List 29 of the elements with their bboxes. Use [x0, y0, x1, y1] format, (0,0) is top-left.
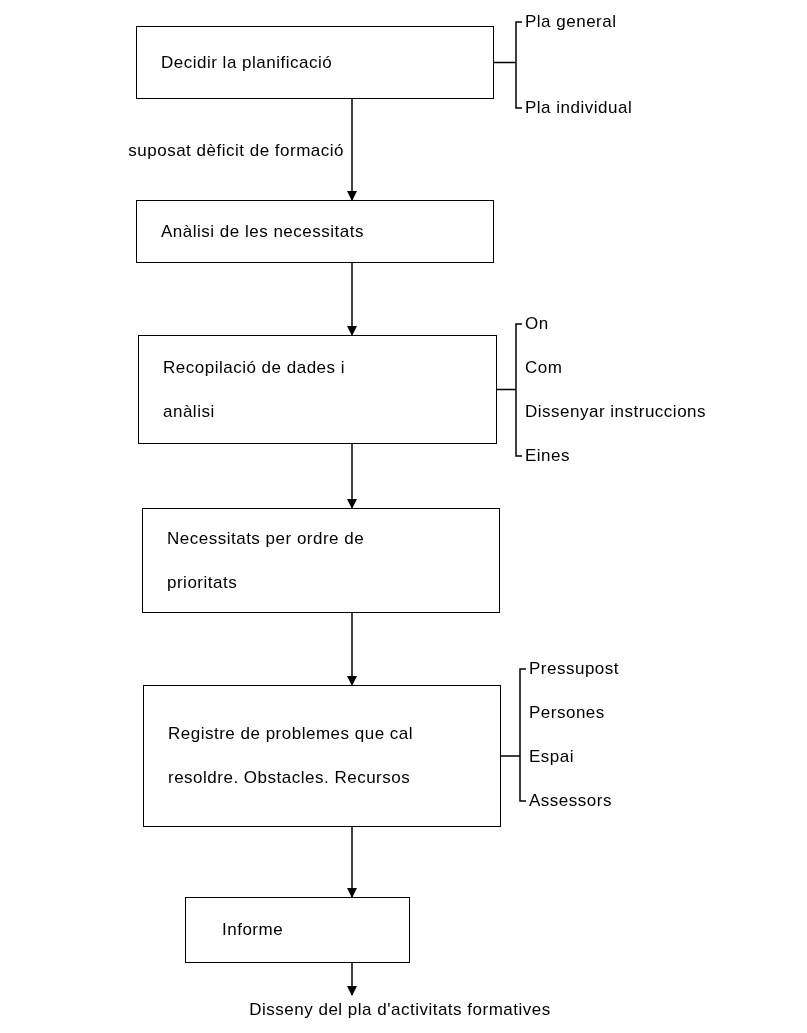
outcome-text: Disseny del pla d'activitats formatives	[249, 999, 551, 1021]
arrow	[347, 612, 357, 686]
box-label: Informe	[222, 919, 285, 941]
process-box	[185, 897, 410, 963]
arrow	[347, 262, 357, 336]
process-box	[143, 685, 501, 827]
list-item: Pla individual	[525, 97, 633, 119]
arrow	[347, 826, 357, 898]
list-item: Eines	[525, 445, 571, 467]
list-item: Dissenyar instruccions	[525, 401, 707, 423]
list-item: Com	[525, 357, 563, 379]
list-item: On	[525, 313, 549, 335]
box-label: Recopilació de dades i anàlisi	[163, 356, 347, 423]
process-box	[136, 26, 494, 99]
box-label: Anàlisi de les necessitats	[161, 220, 365, 243]
process-box	[142, 508, 500, 613]
list-item: Espai	[529, 746, 575, 768]
box-label: Registre de problemes que cal resoldre. Obstacles. Recursos	[168, 723, 415, 789]
arrow	[347, 962, 357, 996]
arrow	[347, 98, 357, 201]
box-label: Decidir la planificació	[161, 51, 334, 74]
process-box	[138, 335, 497, 444]
process-box	[136, 200, 494, 263]
list-item: Assessors	[529, 790, 612, 812]
arrow	[347, 443, 357, 509]
list-item: Pla general	[525, 11, 617, 33]
list-item: Pressupost	[529, 658, 620, 680]
list-item: Persones	[529, 702, 605, 724]
box-label: Necessitats per ordre de prioritats	[167, 527, 366, 594]
